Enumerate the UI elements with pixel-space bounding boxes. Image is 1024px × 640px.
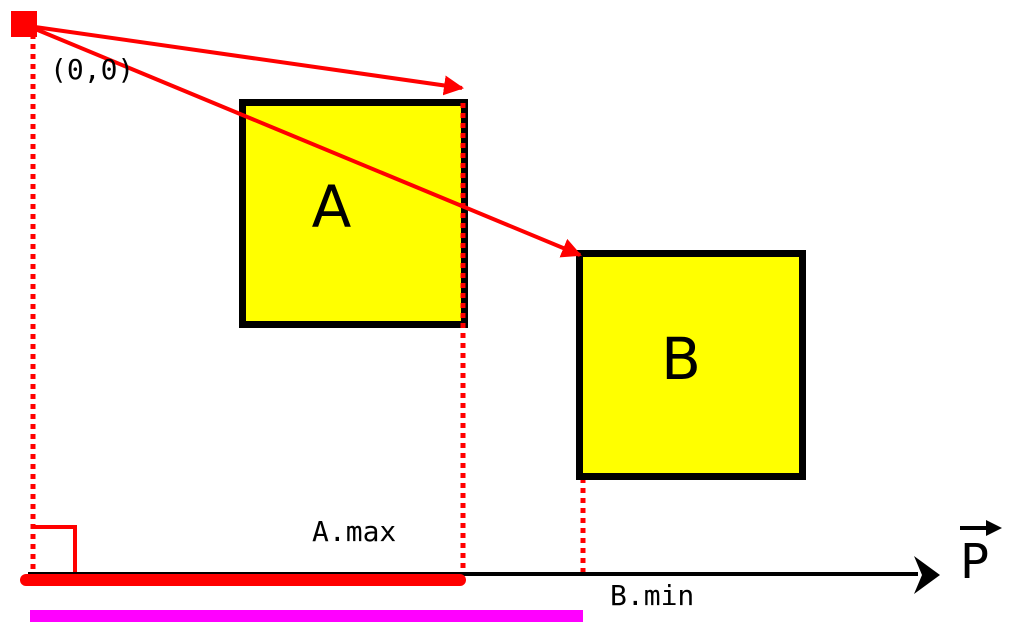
right-angle-marker xyxy=(33,525,77,572)
box-b: B xyxy=(576,250,806,480)
axis-p-overline-arrowhead xyxy=(986,520,1002,536)
a-max-label: A.max xyxy=(312,515,397,548)
box-b-label: B xyxy=(661,325,701,393)
box-a-label: A xyxy=(311,172,352,241)
box-a: A xyxy=(239,99,468,328)
axis-p-label: P xyxy=(960,534,989,590)
axis-p-arrowhead xyxy=(914,556,940,594)
b-min-label: B.min xyxy=(610,579,695,612)
origin-label: (0,0) xyxy=(50,53,135,86)
